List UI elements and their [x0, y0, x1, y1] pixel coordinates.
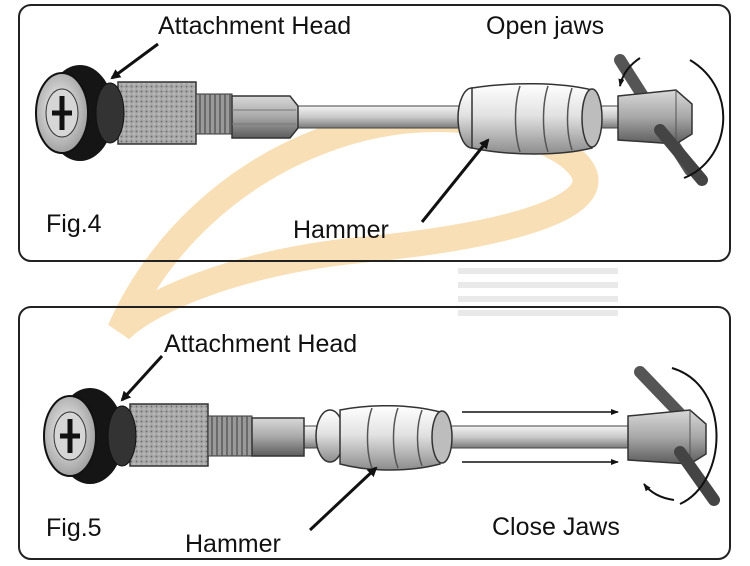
fig4-title: Fig.4	[46, 210, 102, 238]
fig5-panel: Attachment Head Hammer Close Jaws Fig.5	[18, 306, 731, 560]
fig4-hex-nut	[231, 95, 299, 139]
fig4-knurled-body	[117, 81, 197, 145]
fig4-t-handle-icon	[614, 54, 725, 186]
fig5-attachment-head-icon	[43, 388, 137, 484]
fig5-t-handle-icon	[627, 366, 720, 506]
fig5-thread	[207, 415, 253, 457]
fig5-motion-arrows	[462, 409, 619, 465]
fig4-thread	[195, 93, 233, 135]
fig4-attachment-label: Attachment Head	[158, 12, 351, 40]
fig5-title: Fig.5	[46, 514, 102, 542]
fig5-hammer-label: Hammer	[185, 530, 281, 558]
fig5-knurled-body	[129, 403, 209, 467]
fig5-attachment-arrow	[120, 354, 164, 402]
fig4-hammer-label: Hammer	[293, 216, 389, 244]
watermark-swoosh	[108, 106, 618, 340]
fig5-hammer-arrow	[308, 466, 378, 532]
fig5-close-jaws-label: Close Jaws	[492, 513, 620, 541]
fig5-attachment-label: Attachment Head	[164, 330, 357, 358]
fig4-panel: Attachment Head Open jaws Hammer Fig.4	[18, 4, 731, 262]
fig4-hammer	[457, 83, 603, 155]
fig4-hammer-arrow	[420, 138, 490, 223]
fig4-attachment-head-icon	[35, 65, 125, 161]
fig5-hammer	[315, 404, 453, 471]
fig5-collar	[251, 417, 305, 457]
fig4-attachment-arrow	[110, 42, 159, 80]
fig4-open-jaws-label: Open jaws	[486, 12, 604, 40]
